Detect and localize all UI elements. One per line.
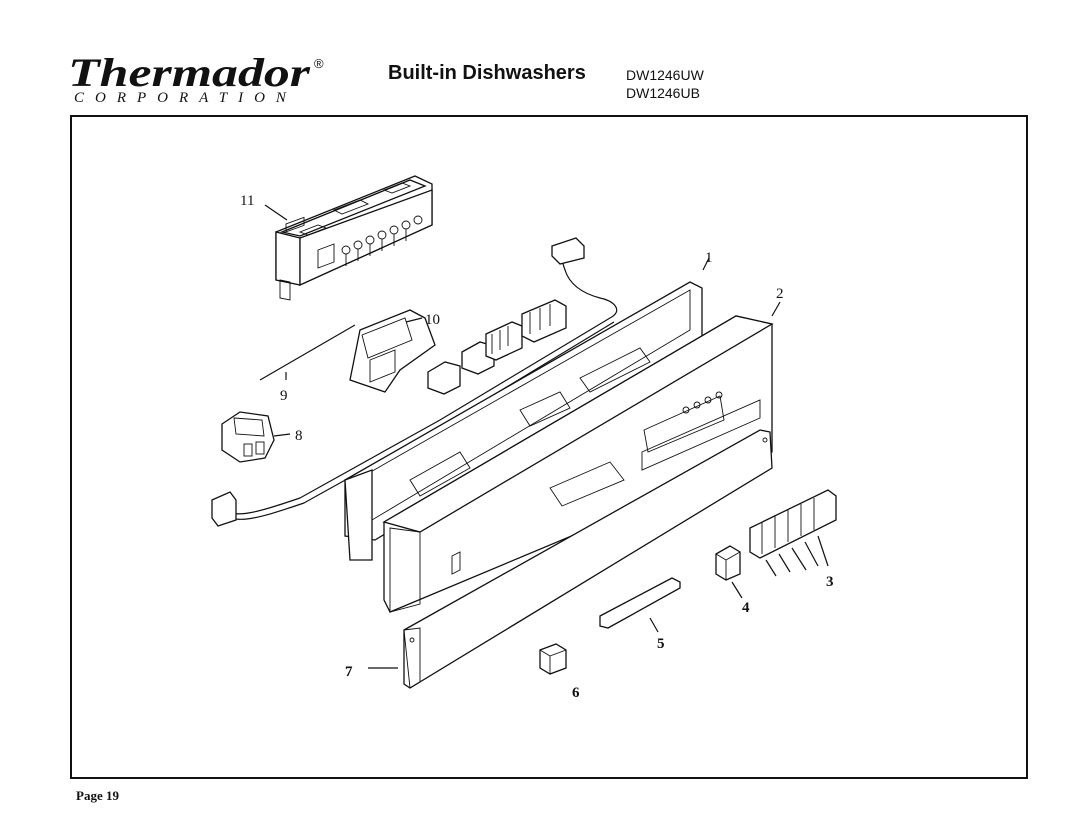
diagram-frame [70, 115, 1028, 779]
front-panel-part-2 [382, 301, 781, 613]
callout-8: 8 [295, 428, 303, 444]
bracket-part-10 [349, 309, 436, 393]
callout-11: 11 [240, 193, 254, 209]
button-set-part-3 [749, 489, 837, 577]
callout-4: 4 [742, 600, 750, 616]
knob-part-6 [539, 643, 567, 675]
callout-3: 3 [826, 574, 834, 590]
model-number: DW1246UW [626, 67, 704, 83]
brand-name: Thermador [68, 50, 311, 94]
callout-1: 1 [705, 250, 713, 266]
strip-part-5 [599, 577, 681, 633]
model-list: DW1246UW DW1246UB [626, 66, 704, 102]
callout-7: 7 [345, 664, 353, 680]
inner-panel-part-1 [344, 257, 710, 561]
lower-strip-part-7 [368, 429, 773, 689]
callout-2: 2 [776, 286, 784, 302]
callout-10: 10 [425, 312, 440, 328]
control-module-part-11 [264, 175, 433, 301]
corporation-label: CORPORATION [74, 90, 297, 106]
page-title: Built-in Dishwashers [388, 62, 586, 84]
brand-logo: Thermador ® CORPORATION [68, 50, 338, 110]
wire-harness [211, 237, 618, 527]
thermador-logo: Thermador ® [68, 50, 324, 94]
callout-9: 9 [280, 388, 288, 404]
model-number: DW1246UB [626, 85, 700, 101]
switch-part-8 [221, 411, 291, 463]
callout-5: 5 [657, 636, 665, 652]
registered-mark: ® [314, 56, 324, 71]
callout-6: 6 [572, 685, 580, 701]
page-number: Page 19 [76, 788, 119, 803]
button-part-4 [715, 545, 743, 599]
wire-part-9 [259, 324, 356, 381]
